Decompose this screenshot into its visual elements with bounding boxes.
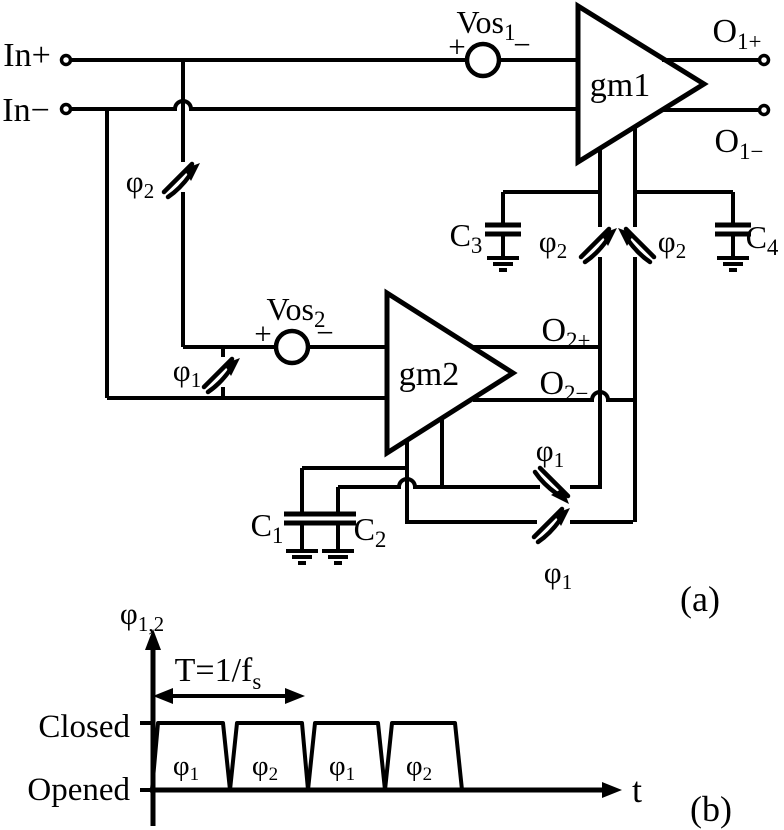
- clock-pulse-3: [306, 721, 387, 791]
- pulse-4-label: φ2: [406, 750, 432, 785]
- o1-plus-label: O1+: [712, 13, 761, 54]
- c4-ground: [715, 256, 751, 272]
- c4-label: C4: [746, 219, 779, 260]
- in-plus-label: In+: [3, 37, 51, 74]
- pulse-2-label: φ2: [252, 750, 278, 785]
- gm2-null-right-net-wire: [336, 418, 540, 549]
- vos2-minus-sign: −: [316, 315, 333, 350]
- phi2-top-label: φ2: [126, 164, 154, 203]
- phi1-upper-label: φ1: [536, 433, 564, 472]
- o1-plus-terminal: [757, 53, 771, 67]
- timing-axis-label: φ1,2: [120, 596, 164, 636]
- vos2-source-circle: [273, 328, 311, 366]
- o1-minus-terminal: [757, 103, 771, 117]
- vos1-minus-sign: −: [513, 27, 530, 62]
- gm1-amplifier-triangle: [575, 1, 709, 167]
- period-arrow-right-head: [285, 688, 305, 704]
- vos1-label: Vos1: [457, 4, 516, 45]
- phi2-mid-left-switch: [581, 228, 617, 262]
- phi1-lower-label: φ1: [544, 555, 572, 594]
- c3-label: C3: [450, 217, 483, 258]
- in-minus-terminal: [59, 102, 73, 116]
- phi2-mid-left-label: φ2: [539, 224, 567, 263]
- period-label: T=1/fs: [175, 652, 262, 694]
- time-axis-label: t: [632, 770, 642, 810]
- clock-pulse-4: [383, 721, 464, 791]
- o2-minus-wire: [473, 390, 635, 402]
- vos2-label: Vos2: [267, 291, 326, 332]
- timing-t-axis-arrowhead: [602, 782, 622, 798]
- c1-label: C1: [251, 507, 284, 548]
- phi2-top-switch: [164, 163, 200, 197]
- gm1-label: gm1: [590, 67, 650, 104]
- phi1-input-label: φ1: [173, 353, 201, 392]
- in-plus-terminal: [59, 53, 73, 67]
- pulse-3-label: φ1: [329, 750, 355, 785]
- clock-pulse-2: [228, 721, 310, 791]
- panel-b-label: (b): [690, 789, 732, 829]
- gm2-amplifier-triangle: [384, 288, 518, 458]
- vos2-plus-sign: +: [254, 316, 271, 351]
- o2-plus-label: O2+: [541, 312, 590, 353]
- gm2-label: gm2: [399, 356, 459, 393]
- pulse-1-label: φ1: [173, 750, 199, 785]
- in-minus-label: In−: [2, 92, 50, 129]
- panel-a-label: (a): [680, 579, 720, 619]
- c3-ground: [485, 256, 521, 272]
- in-minus-wire: [71, 99, 578, 111]
- phi2-mid-right-label: φ2: [658, 224, 686, 263]
- gm2-null-left-net-wire: [300, 440, 537, 549]
- o2-minus-label: O2−: [539, 365, 588, 406]
- period-arrow-left-head: [153, 688, 173, 704]
- timing-y-axis-arrowhead: [145, 629, 161, 650]
- gm1-null-left-wire: [570, 148, 602, 489]
- phi2-mid-right-switch: [618, 228, 654, 262]
- phi1-lower-switch: [534, 508, 570, 542]
- c1-capacitor: [284, 514, 320, 523]
- c2-label: C2: [354, 511, 387, 552]
- vos1-plus-sign: +: [448, 29, 465, 64]
- vos1-source-circle: [464, 41, 502, 79]
- c1-ground: [284, 549, 320, 565]
- o1-minus-label: O1−: [714, 123, 763, 164]
- c2-ground: [320, 549, 356, 565]
- opened-level-label: Opened: [27, 772, 130, 808]
- closed-level-label: Closed: [38, 709, 130, 745]
- phi1-upper-switch: [535, 468, 569, 504]
- c3-capacitor: [485, 225, 521, 234]
- clock-pulse-1: [150, 721, 232, 791]
- c2-capacitor: [320, 514, 356, 523]
- phi1-input-switch: [204, 358, 240, 392]
